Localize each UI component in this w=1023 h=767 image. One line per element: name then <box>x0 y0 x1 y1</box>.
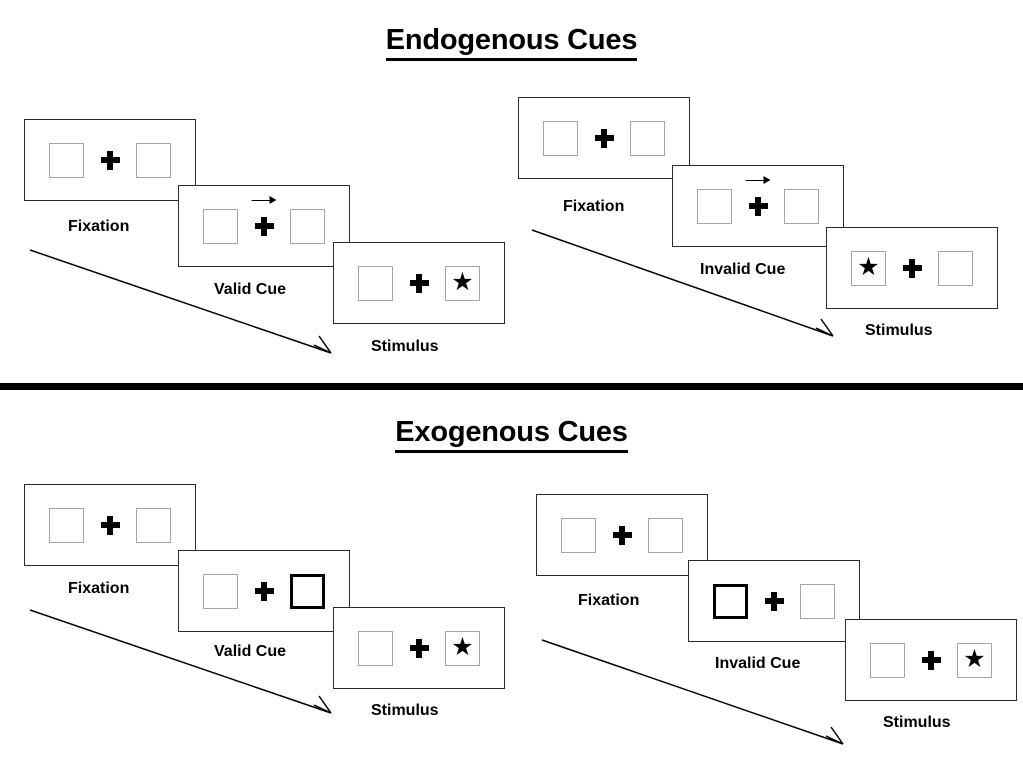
display-area <box>49 507 171 543</box>
section-title-exogenous-text: Exogenous Cues <box>395 416 628 453</box>
fixation-cross-slot <box>406 631 432 666</box>
left-placeholder-box <box>358 630 393 666</box>
fixation-cross-slot <box>406 266 432 301</box>
frame-endogenous-invalid-cue <box>672 165 844 247</box>
frame-exogenous-invalid-cue <box>688 560 860 642</box>
display-area: ★ <box>358 630 480 666</box>
plus-sign-icon <box>612 525 632 545</box>
display-area <box>713 583 835 619</box>
right-placeholder-box <box>800 583 835 619</box>
right-placeholder-box <box>136 507 171 543</box>
display-area <box>49 142 171 178</box>
right-cued-box <box>290 573 325 609</box>
plus-sign-icon <box>902 258 922 278</box>
section-title-exogenous: Exogenous Cues <box>0 416 1023 453</box>
right-placeholder-box <box>938 250 973 286</box>
plus-sign-icon <box>409 638 429 658</box>
right-placeholder-box <box>290 208 325 244</box>
frame-exogenous-valid-cue <box>178 550 350 632</box>
left-placeholder-box <box>49 142 84 178</box>
left-placeholder-box <box>203 208 238 244</box>
frame-exogenous-valid-fixation <box>24 484 196 566</box>
section-title-endogenous: Endogenous Cues <box>0 24 1023 61</box>
fixation-cross-slot <box>745 175 771 224</box>
display-area <box>203 573 325 609</box>
display-area: ★ <box>358 265 480 301</box>
left-placeholder-box <box>697 188 732 224</box>
fixation-cross-slot <box>251 574 277 609</box>
fixation-cross-slot <box>761 584 787 619</box>
left-placeholder-box <box>203 573 238 609</box>
caption-endogenous-invalid-cue: Invalid Cue <box>700 261 786 278</box>
frame-endogenous-invalid-fixation <box>518 97 690 179</box>
caption-exogenous-invalid-fixation: Fixation <box>578 592 640 609</box>
display-area: ★ <box>870 642 992 678</box>
fixation-cross-slot <box>899 251 925 286</box>
fixation-cross-slot <box>591 121 617 156</box>
fixation-cross-slot <box>97 143 123 178</box>
fixation-cross-slot <box>918 643 944 678</box>
plus-sign-icon <box>254 581 274 601</box>
right-target-box: ★ <box>445 265 480 301</box>
plus-sign-icon <box>764 591 784 611</box>
caption-exogenous-valid-cue: Valid Cue <box>214 643 287 660</box>
star-icon: ★ <box>857 252 880 281</box>
right-placeholder-box <box>648 517 683 553</box>
display-area <box>561 517 683 553</box>
plus-sign-icon <box>100 150 120 170</box>
caption-endogenous-valid-stimulus: Stimulus <box>371 338 439 355</box>
right-target-box: ★ <box>445 630 480 666</box>
plus-sign-icon <box>254 216 274 236</box>
left-placeholder-box <box>49 507 84 543</box>
display-area: ★ <box>851 250 973 286</box>
caption-exogenous-invalid-stimulus: Stimulus <box>883 714 951 731</box>
section-title-endogenous-text: Endogenous Cues <box>385 24 637 61</box>
star-icon: ★ <box>451 267 474 296</box>
section-divider <box>0 383 1023 390</box>
display-area <box>697 175 819 224</box>
star-icon: ★ <box>963 644 986 673</box>
plus-sign-icon <box>921 650 941 670</box>
left-placeholder-box <box>561 517 596 553</box>
left-cued-box <box>713 583 748 619</box>
arrow-right-icon <box>251 195 278 206</box>
right-placeholder-box <box>136 142 171 178</box>
fixation-cross-slot <box>609 518 635 553</box>
caption-endogenous-valid-fixation: Fixation <box>68 218 130 235</box>
left-placeholder-box <box>543 120 578 156</box>
frame-endogenous-valid-cue <box>178 185 350 267</box>
right-placeholder-box <box>630 120 665 156</box>
left-placeholder-box <box>870 642 905 678</box>
time-flow-arrow-exogenous-invalid <box>540 638 860 758</box>
plus-sign-icon <box>409 273 429 293</box>
frame-exogenous-invalid-stimulus: ★ <box>845 619 1017 701</box>
caption-exogenous-valid-stimulus: Stimulus <box>371 702 439 719</box>
fixation-cross-slot <box>97 508 123 543</box>
frame-exogenous-invalid-fixation <box>536 494 708 576</box>
star-icon: ★ <box>451 632 474 661</box>
frame-endogenous-invalid-stimulus: ★ <box>826 227 998 309</box>
display-area <box>543 120 665 156</box>
right-placeholder-box <box>784 188 819 224</box>
caption-exogenous-valid-fixation: Fixation <box>68 580 130 597</box>
right-target-box: ★ <box>957 642 992 678</box>
plus-sign-icon <box>100 515 120 535</box>
fixation-cross-slot <box>251 195 277 244</box>
caption-exogenous-invalid-cue: Invalid Cue <box>715 655 801 672</box>
left-target-box: ★ <box>851 250 886 286</box>
left-placeholder-box <box>358 265 393 301</box>
plus-sign-icon <box>594 128 614 148</box>
frame-endogenous-valid-fixation <box>24 119 196 201</box>
arrow-right-icon <box>745 175 772 186</box>
frame-endogenous-valid-stimulus: ★ <box>333 242 505 324</box>
display-area <box>203 195 325 244</box>
caption-endogenous-invalid-stimulus: Stimulus <box>865 322 933 339</box>
plus-sign-icon <box>748 196 768 216</box>
caption-endogenous-valid-cue: Valid Cue <box>214 281 287 298</box>
caption-endogenous-invalid-fixation: Fixation <box>563 198 625 215</box>
frame-exogenous-valid-stimulus: ★ <box>333 607 505 689</box>
